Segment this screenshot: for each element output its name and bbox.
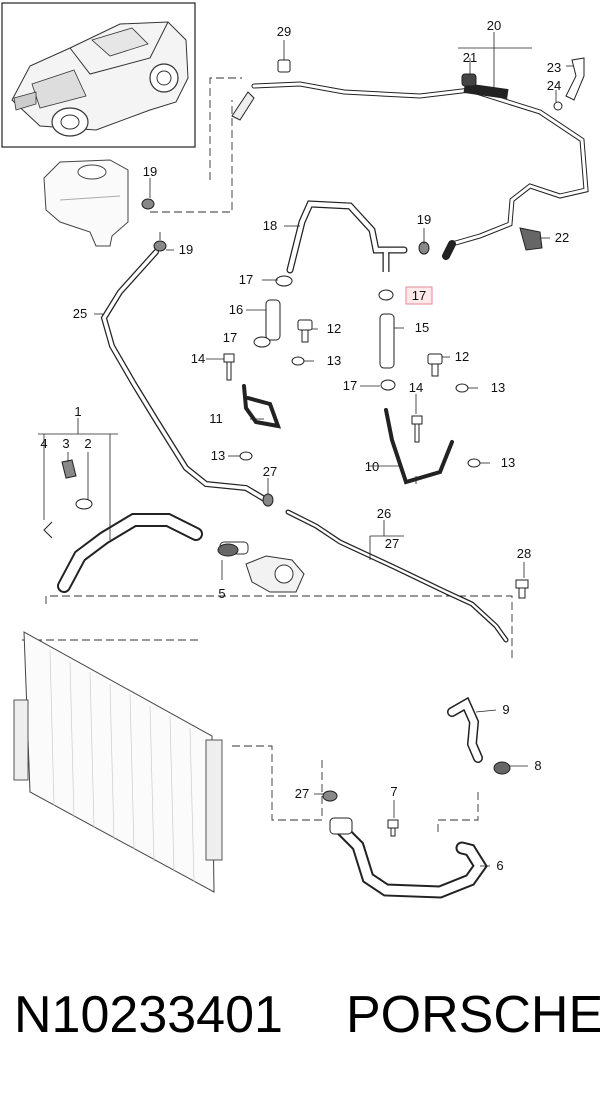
callout-20: 20 [487,18,501,33]
callout-4: 4 [40,436,47,451]
callout-8: 8 [534,758,541,773]
callout-24: 24 [547,78,561,93]
hose-9 [447,696,483,763]
lower-hose [57,513,203,593]
callout-6: 6 [496,858,503,873]
callout-17: 17 [223,330,237,345]
vehicle-thumbnail [1,2,196,148]
callout-17: 17 [239,272,253,287]
caption-bar: N10233401 PORSCHE [0,975,600,1055]
callout-17: 17 [343,378,357,393]
callout-15: 15 [415,320,429,335]
callout-27: 27 [263,464,277,479]
callout-13: 13 [501,455,515,470]
callout-12: 12 [327,321,341,336]
callout-22: 22 [555,230,569,245]
callout-9: 9 [502,702,509,717]
callout-18: 18 [263,218,277,233]
leader-lines [38,32,574,867]
callout-16: 16 [229,302,243,317]
callout-21: 21 [463,50,477,65]
brand-name: PORSCHE [346,986,600,1044]
pipe-18 [286,200,408,274]
callout-13: 13 [491,380,505,395]
callout-23: 23 [547,60,561,75]
callout-14: 14 [191,351,205,366]
highlight-box-17 [405,286,433,305]
callout-5: 5 [218,586,225,601]
guide-lines [22,77,513,832]
radiator [13,631,223,893]
pipes-10-11 [242,384,454,485]
callout-19: 19 [143,164,157,179]
parts-diagram: 29 20 21 23 24 19 19 19 18 22 17 17 17 1… [1,2,589,899]
pipe-26 [285,509,509,643]
callout-10: 10 [365,459,379,474]
callout-26: 26 [377,506,391,521]
callout-12: 12 [455,349,469,364]
callout-7: 7 [390,784,397,799]
callout-29: 29 [277,24,291,39]
callout-27: 27 [385,536,399,551]
small-parts [43,57,585,837]
callout-1: 1 [74,404,81,419]
callout-17-highlighted: 17 [412,288,426,303]
callout-11: 11 [209,411,223,426]
callout-13: 13 [327,353,341,368]
expansion-tank [43,159,129,247]
callout-3: 3 [62,436,69,451]
callout-2: 2 [84,436,91,451]
callout-19: 19 [417,212,431,227]
callout-27: 27 [295,786,309,801]
callout-28: 28 [517,546,531,561]
hose-6 [333,821,488,899]
hose-25 [100,249,269,503]
callout-labels: 29 20 21 23 24 19 19 19 18 22 17 17 17 1… [40,18,569,873]
callout-25: 25 [73,306,87,321]
part-number: N10233401 [14,986,283,1044]
callout-13: 13 [211,448,225,463]
callout-14: 14 [409,380,423,395]
callout-19: 19 [179,242,193,257]
